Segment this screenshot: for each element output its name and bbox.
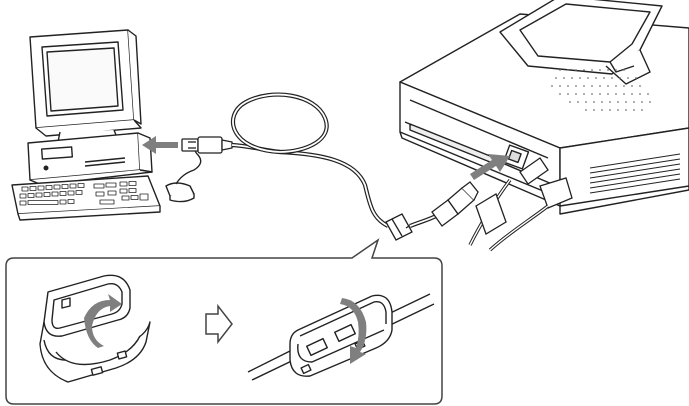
printer-icon	[399, 0, 689, 215]
monitor	[29, 29, 142, 143]
ferrite-core-icon	[385, 213, 413, 241]
lock-arrow-icon	[340, 298, 367, 364]
usb-plug-computer	[181, 136, 233, 154]
printer-vents	[589, 153, 681, 194]
printer-grille	[551, 69, 651, 111]
usb-plug-printer	[431, 181, 479, 227]
keyboard	[11, 175, 161, 221]
usb-cable-icon	[181, 92, 479, 241]
computer-icon	[11, 29, 207, 221]
mouse	[165, 148, 207, 203]
step-arrow-icon	[205, 303, 233, 345]
ferrite-detail-panel	[5, 238, 443, 405]
close-arrow-icon	[84, 294, 122, 348]
printer-handle	[499, 0, 663, 85]
connect-arrow-printer	[470, 154, 510, 180]
closed-ferrite-core-icon	[247, 293, 435, 381]
printer-ports	[502, 144, 530, 170]
other-cables	[468, 157, 573, 252]
connect-arrow-computer	[142, 136, 178, 154]
open-ferrite-core-icon	[39, 274, 151, 383]
